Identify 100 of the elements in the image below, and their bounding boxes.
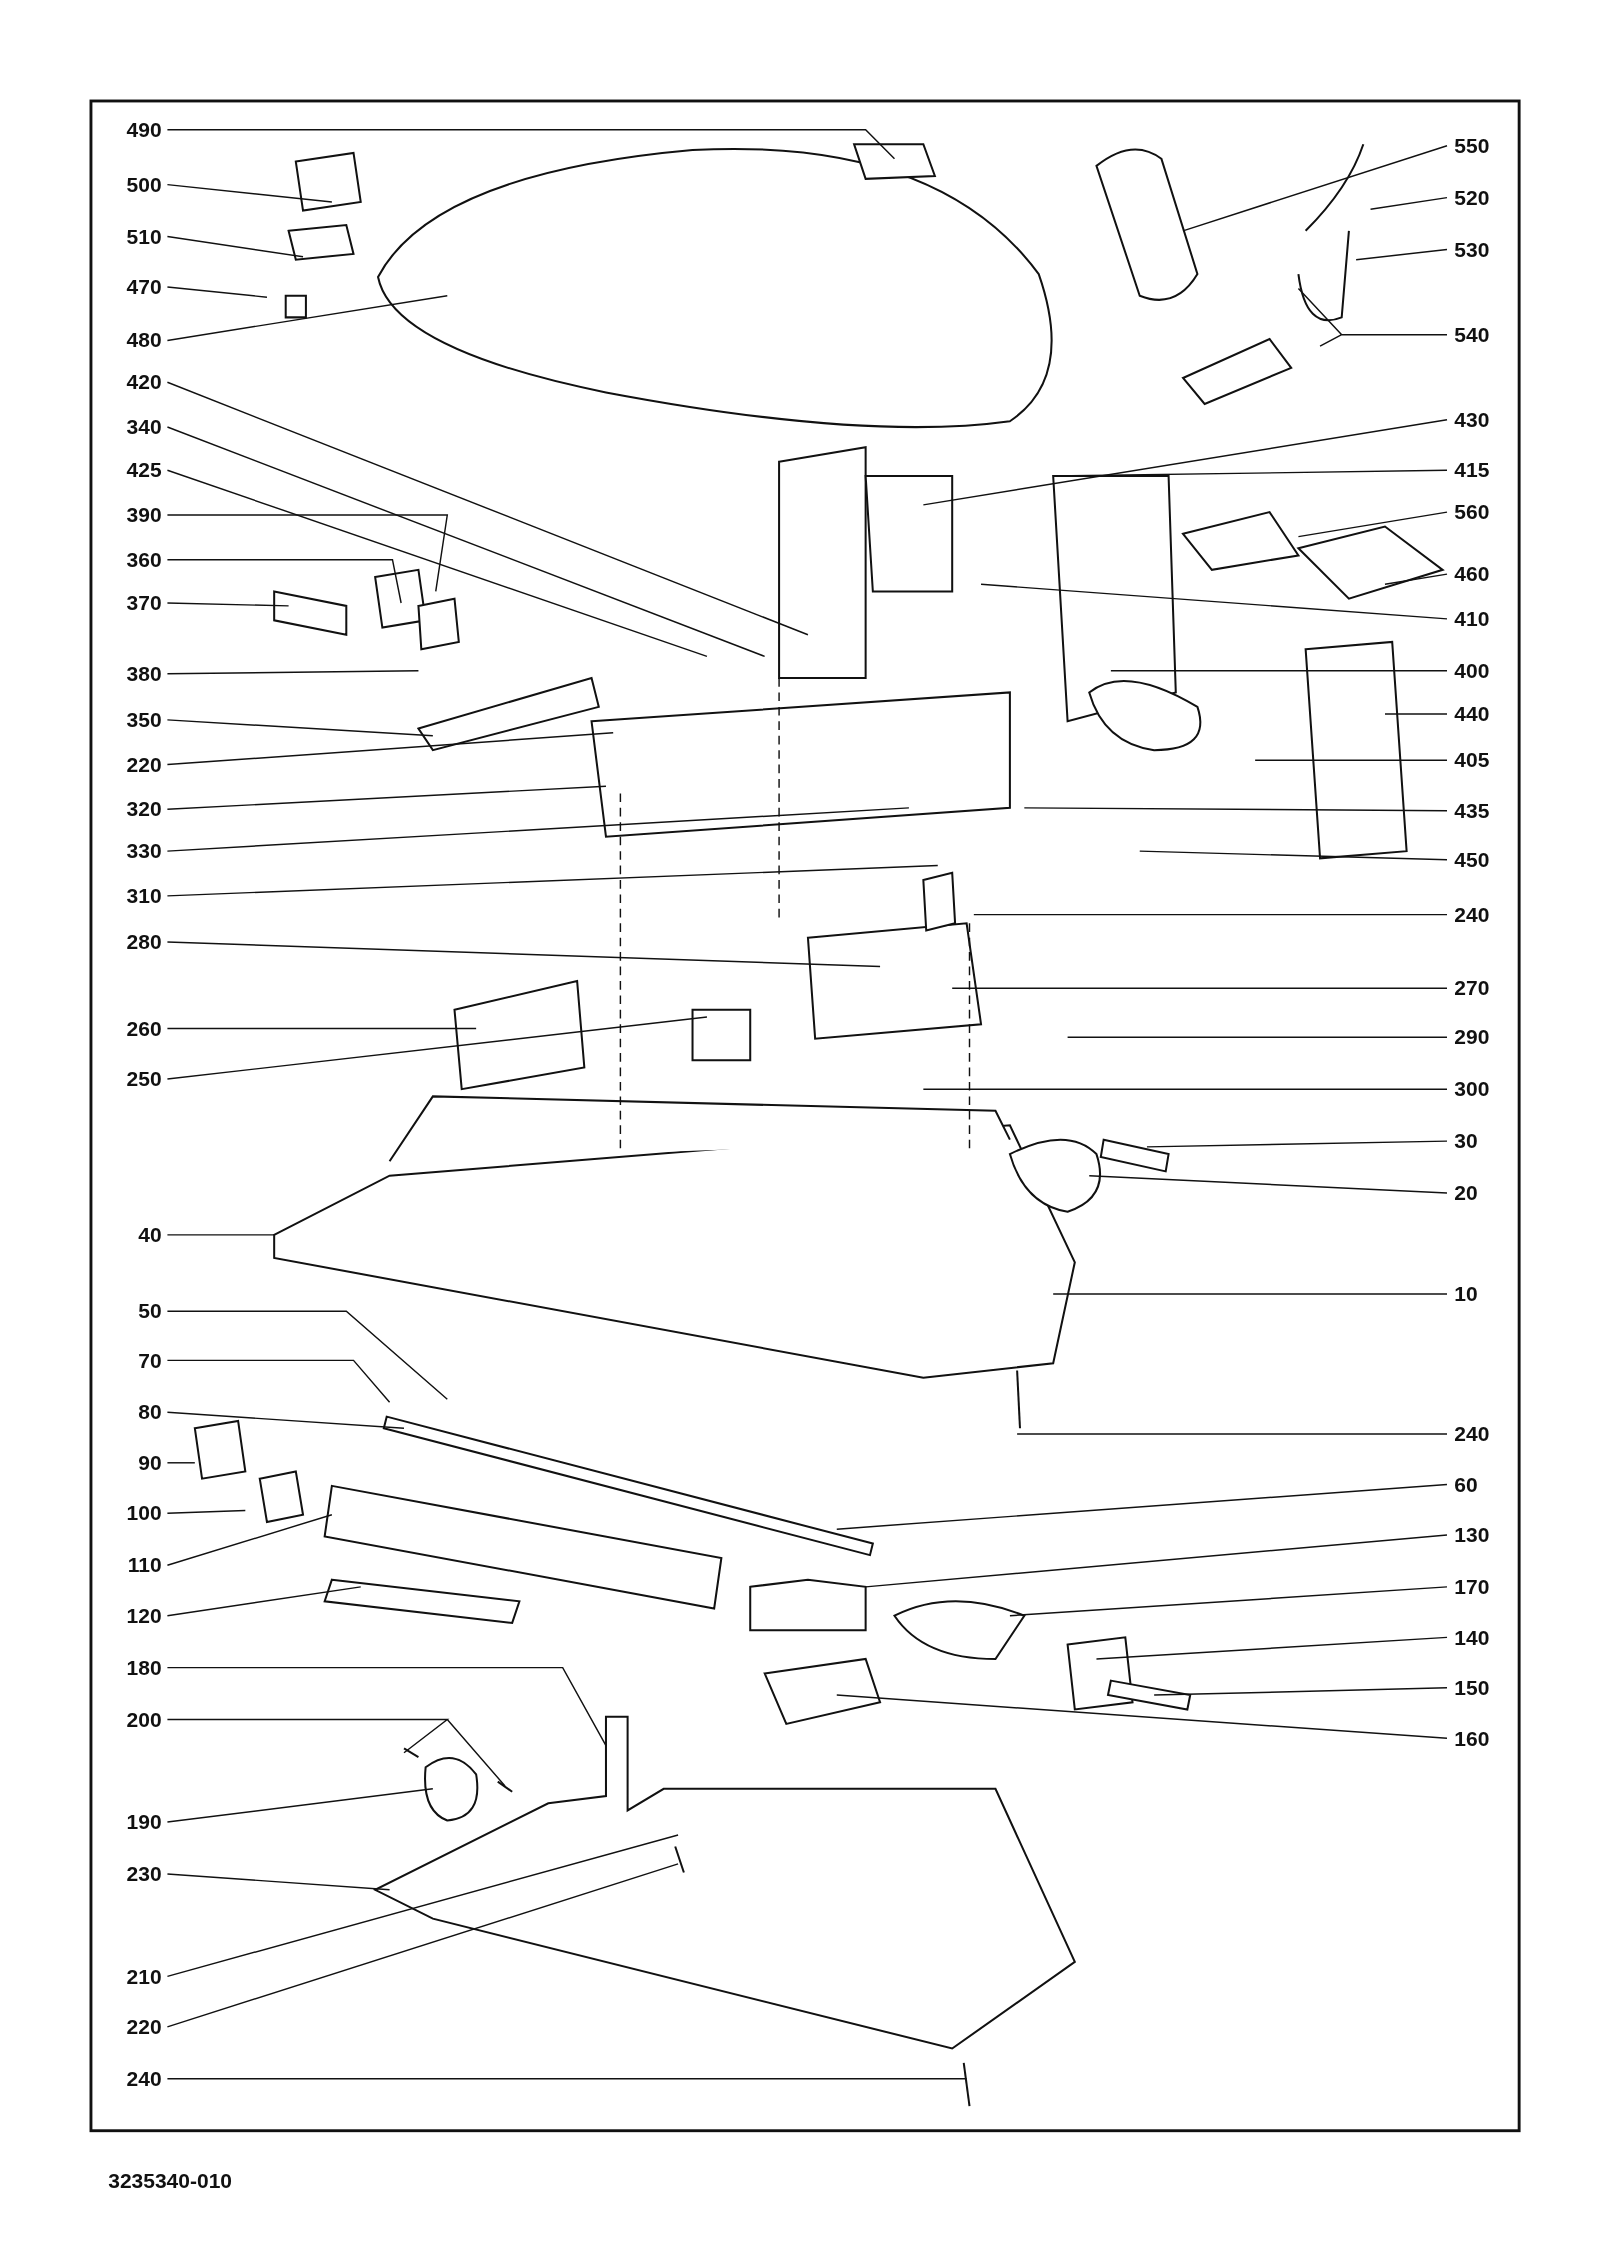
callout-number: 480	[126, 328, 162, 353]
callout-number: 380	[126, 661, 162, 686]
callout-number: 490	[126, 117, 162, 142]
callout-number: 425	[126, 458, 162, 483]
leader-line	[166, 1359, 391, 1403]
callout-number: 240	[1454, 1422, 1490, 1447]
callout-number: 470	[126, 275, 162, 300]
callout-number: 440	[1454, 702, 1490, 727]
callout-number: 270	[1454, 976, 1490, 1001]
leader-line	[166, 1666, 607, 1747]
leader-line	[166, 1310, 448, 1401]
leader-line	[1023, 807, 1448, 812]
leader-line	[166, 426, 766, 658]
leader-line	[980, 583, 1448, 620]
callout-number: 130	[1454, 1523, 1490, 1548]
callout-number: 200	[126, 1707, 162, 1732]
callout-number: 420	[126, 370, 162, 395]
leader-line	[166, 1411, 405, 1429]
leader-line	[1297, 287, 1448, 347]
callout-number: 430	[1454, 407, 1490, 432]
leader-line	[1182, 145, 1448, 232]
leader-line	[166, 2078, 968, 2080]
leader-line	[166, 670, 420, 675]
callout-number: 510	[126, 224, 162, 249]
callout-number: 90	[138, 1450, 162, 1475]
callout-number: 230	[126, 1862, 162, 1887]
callout-number: 540	[1454, 322, 1490, 347]
callout-number: 100	[126, 1501, 162, 1526]
callout-number: 10	[1454, 1282, 1478, 1307]
leader-line	[166, 785, 607, 810]
callout-number: 180	[126, 1655, 162, 1680]
leader-line	[922, 1088, 1448, 1090]
leader-line	[166, 235, 304, 258]
callout-number: 250	[126, 1067, 162, 1092]
callout-number: 405	[1454, 748, 1490, 773]
leader-line	[166, 514, 449, 593]
leader-line	[922, 419, 1448, 506]
leader-line	[166, 129, 896, 160]
callout-number: 60	[1454, 1472, 1478, 1497]
leader-line	[1009, 1586, 1448, 1617]
callout-number: 20	[1454, 1181, 1478, 1206]
leader-line	[166, 1027, 477, 1030]
callout-number: 560	[1454, 500, 1490, 525]
leader-line	[166, 1873, 391, 1891]
leader-line	[166, 1514, 333, 1566]
callout-number: 500	[126, 172, 162, 197]
leader-line	[1110, 670, 1448, 672]
callout-number: 460	[1454, 562, 1490, 587]
leader-line	[166, 469, 708, 658]
callout-number: 350	[126, 707, 162, 732]
callout-number: 410	[1454, 606, 1490, 631]
callout-number: 400	[1454, 658, 1490, 683]
leader-line	[166, 719, 434, 737]
leader-line	[166, 1834, 679, 1978]
leader-line	[166, 602, 290, 607]
leader-line	[166, 1788, 434, 1823]
leader-line	[1384, 713, 1448, 715]
callout-number: 260	[126, 1016, 162, 1041]
callout-number: 390	[126, 503, 162, 528]
callout-number: 170	[1454, 1575, 1490, 1599]
callout-number: 120	[126, 1603, 162, 1628]
leader-line	[166, 1718, 506, 1787]
leader-line	[973, 913, 1448, 916]
leader-line	[836, 1694, 1448, 1740]
callout-number: 550	[1454, 133, 1490, 158]
callout-number: 360	[126, 547, 162, 572]
callout-number: 80	[138, 1400, 162, 1425]
leader-line	[1146, 1140, 1448, 1148]
leader-line	[166, 1016, 708, 1080]
leader-line	[1139, 850, 1448, 861]
callout-number: 530	[1454, 237, 1490, 262]
leader-line	[166, 864, 939, 897]
callout-number: 160	[1454, 1726, 1490, 1751]
leader-line	[951, 987, 1448, 989]
callout-number: 30	[1454, 1129, 1478, 1154]
callout-number: 290	[1454, 1025, 1490, 1050]
callout-number: 220	[126, 2015, 162, 2040]
leader-line	[1066, 1036, 1448, 1038]
callout-number: 310	[126, 883, 162, 908]
callout-number: 150	[1454, 1676, 1490, 1700]
leader-line	[1384, 573, 1448, 585]
leader-line	[166, 559, 402, 604]
leader-line	[166, 183, 333, 203]
callout-number: 220	[126, 752, 162, 777]
leader-line	[1153, 1687, 1448, 1696]
leader-line	[864, 1534, 1448, 1588]
callout-number: 450	[1454, 847, 1490, 872]
leader-line	[166, 732, 614, 766]
leader-line	[836, 1483, 1448, 1530]
callout-number: 190	[126, 1810, 162, 1835]
callout-number: 280	[126, 930, 162, 955]
callout-number: 415	[1454, 458, 1490, 483]
callout-number: 300	[1454, 1077, 1490, 1102]
leader-line	[166, 807, 910, 852]
leader-line	[166, 295, 448, 342]
leader-line	[166, 1586, 362, 1617]
leader-line	[166, 381, 809, 636]
callout-number: 140	[1454, 1625, 1490, 1650]
callout-number: 340	[126, 415, 162, 440]
callout-number: 70	[138, 1348, 162, 1373]
